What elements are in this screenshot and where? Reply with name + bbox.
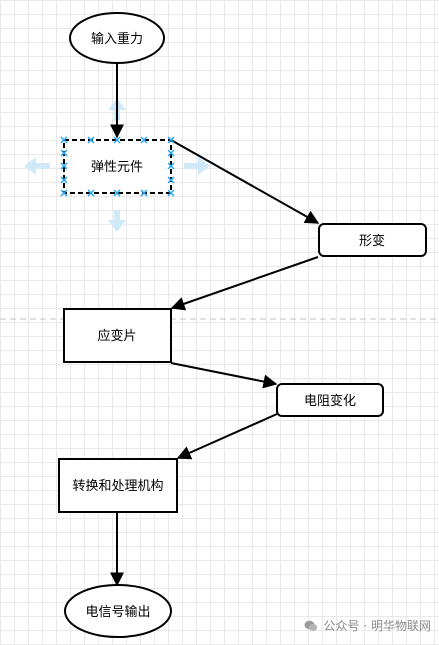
node-conversion-processing-label: 转换和处理机构 — [72, 479, 163, 494]
node-elastic-element[interactable]: 弹性元件 — [60, 136, 175, 197]
move-left-arrow-icon[interactable] — [24, 157, 50, 175]
edges — [110, 62, 320, 587]
edge-deformation-to-strain — [170, 256, 319, 311]
node-elastic-element-label: 弹性元件 — [91, 160, 143, 175]
node-electrical-output-label: 电信号输出 — [85, 604, 150, 620]
node-strain-gauge[interactable]: 应变片 — [63, 308, 172, 363]
node-conversion-processing[interactable]: 转换和处理机构 — [58, 458, 178, 513]
node-deformation[interactable]: 形变 — [318, 223, 427, 257]
node-strain-gauge-label: 应变片 — [97, 328, 136, 344]
node-resistance-change[interactable]: 电阻变化 — [276, 383, 384, 417]
watermark: 公众号 · 明华物联网 — [304, 617, 431, 634]
node-deformation-label: 形变 — [359, 233, 385, 249]
move-down-arrow-icon[interactable] — [108, 210, 126, 232]
node-input-gravity-label: 输入重力 — [91, 31, 143, 47]
watermark-text: 公众号 · 明华物联网 — [323, 619, 431, 633]
node-electrical-output[interactable]: 电信号输出 — [64, 584, 172, 638]
edge-strain-to-resistance — [170, 362, 278, 389]
selection-handles[interactable] — [60, 136, 175, 197]
move-right-arrow-icon[interactable] — [184, 157, 210, 175]
edge-elastic-to-deformation — [170, 139, 320, 224]
node-resistance-change-label: 电阻变化 — [304, 393, 356, 409]
wechat-icon — [304, 619, 318, 633]
edge-resistance-to-conversion — [176, 413, 278, 460]
node-input-gravity[interactable]: 输入重力 — [69, 12, 165, 64]
